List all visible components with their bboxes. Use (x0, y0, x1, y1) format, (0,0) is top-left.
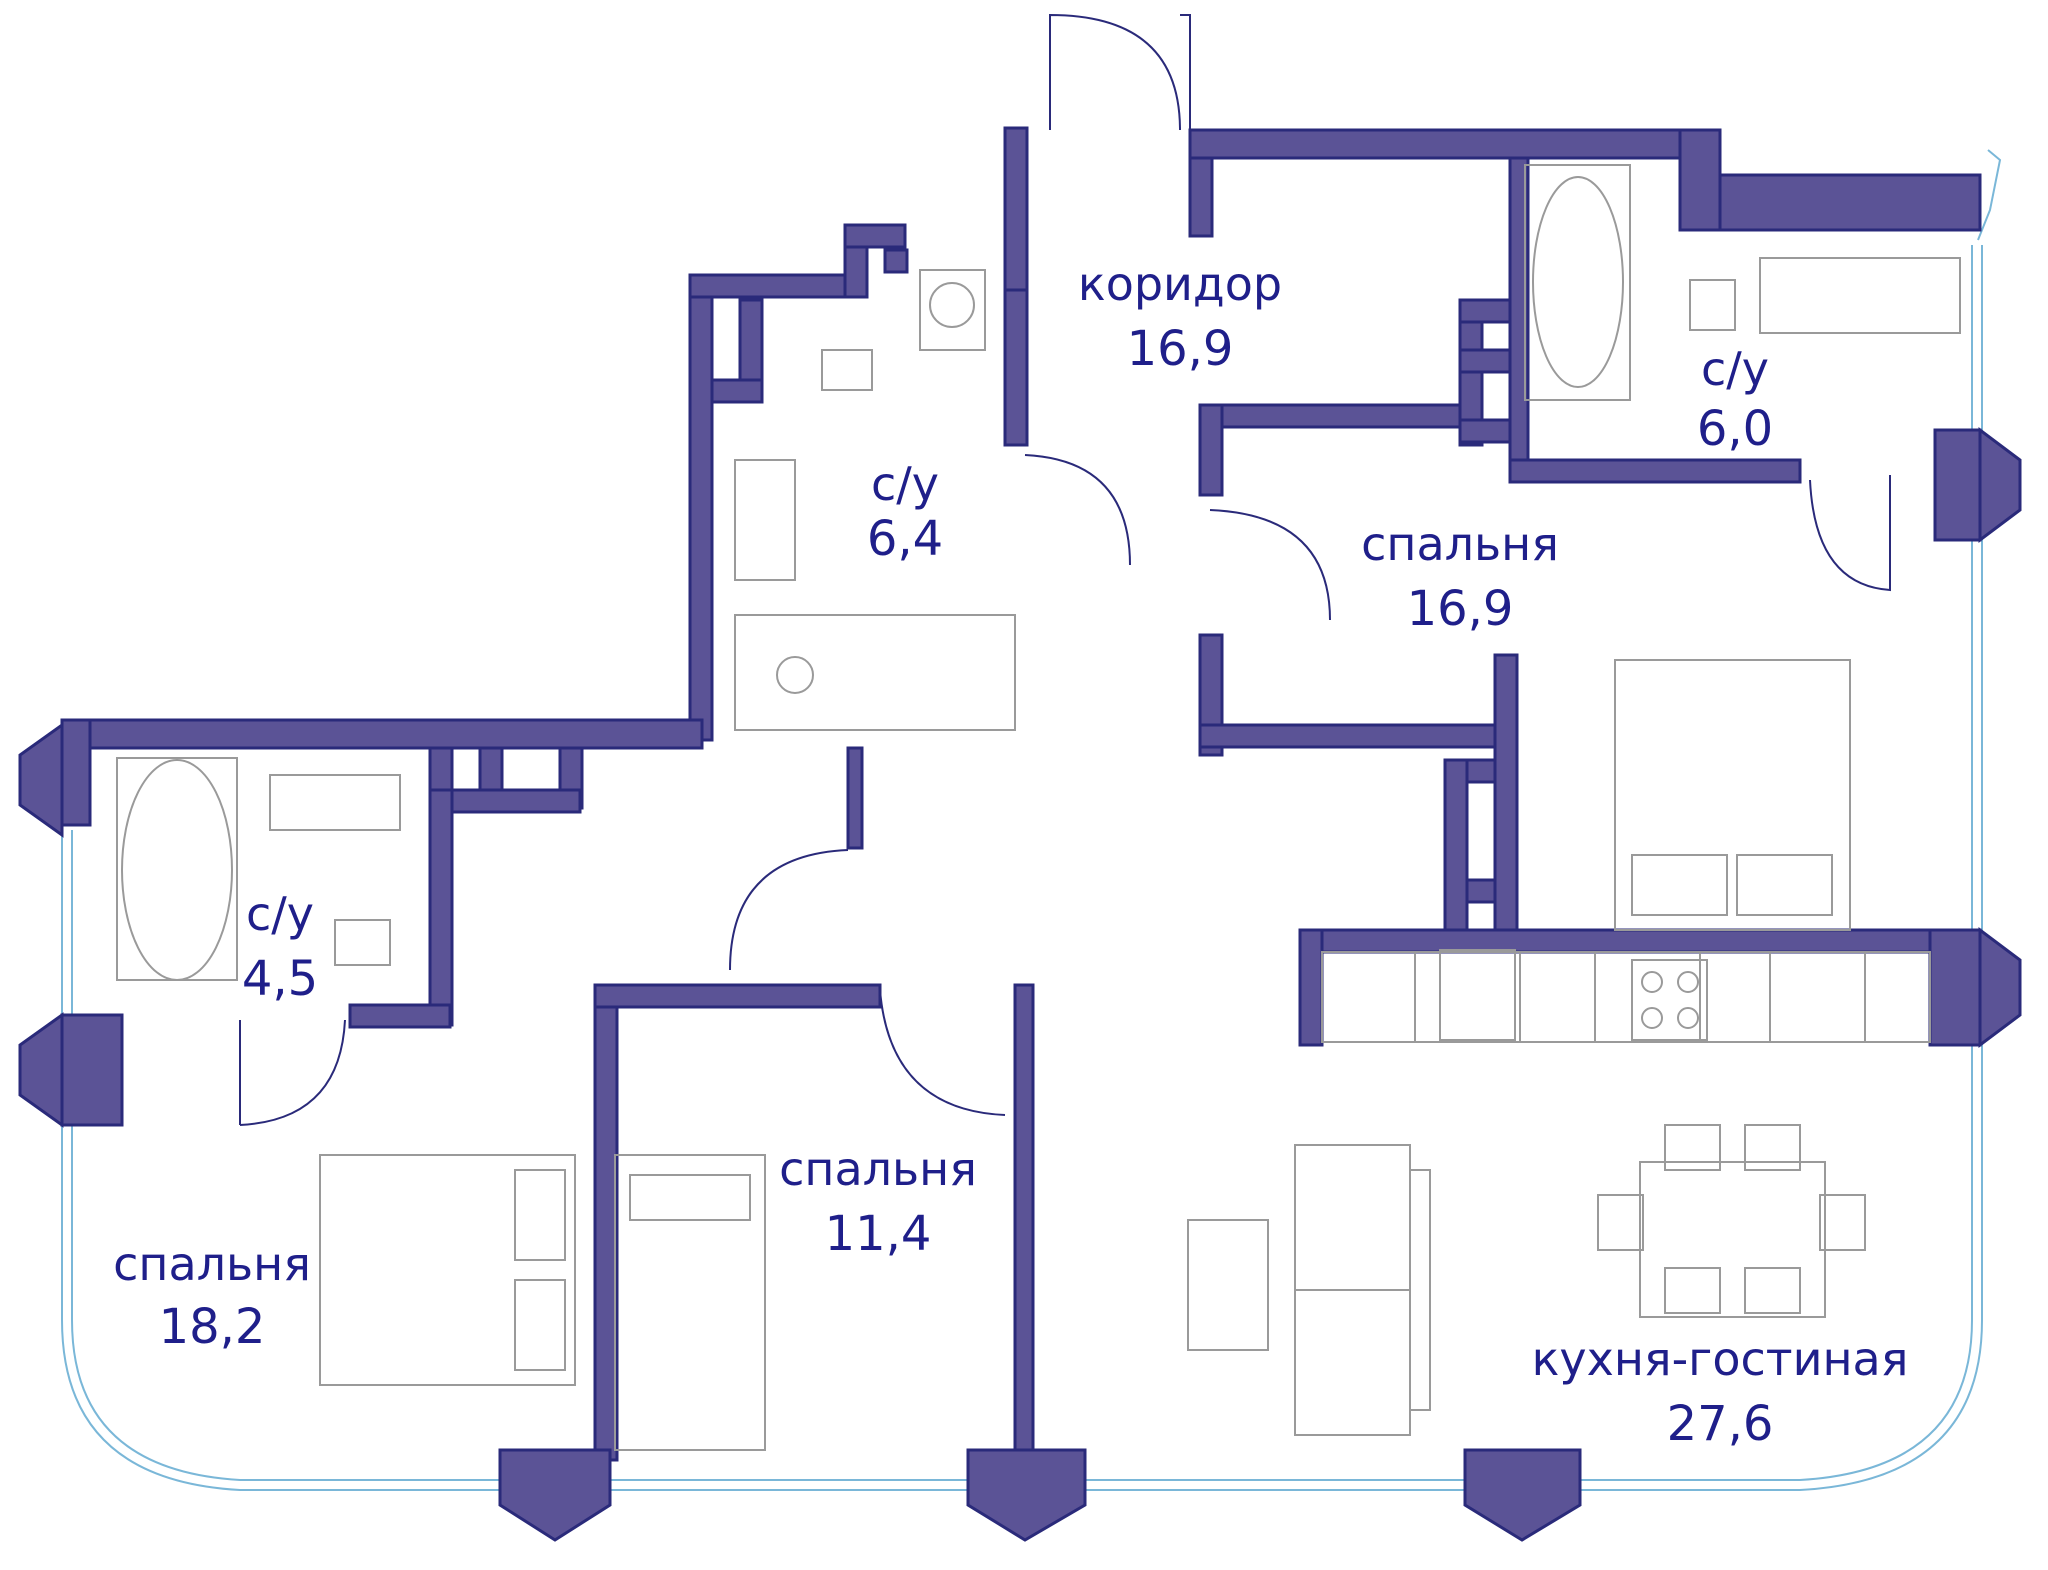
room-area: 18,2 (159, 1299, 266, 1355)
room-name: коридор (1078, 257, 1282, 311)
room-area: 11,4 (825, 1206, 932, 1262)
room-label-kitchen-living: кухня-гостиная 27,6 (1532, 1332, 1909, 1452)
room-name: спальня (1361, 517, 1559, 571)
room-name: спальня (113, 1237, 311, 1291)
sofa-icon (1187, 1144, 1431, 1436)
door-swing-icon (239, 13, 1891, 1126)
walls (18, 126, 2022, 1542)
room-label-bathroom-3: с/у 4,5 (242, 887, 318, 1007)
room-name: спальня (779, 1142, 977, 1196)
room-label-bedroom-2: спальня 11,4 (779, 1142, 977, 1262)
dining-table-icon (1597, 1124, 1866, 1318)
room-name: с/у (871, 457, 939, 511)
room-area: 16,9 (1407, 581, 1514, 637)
room-area: 27,6 (1667, 1396, 1774, 1452)
room-area: 4,5 (242, 951, 318, 1007)
kitchen-counter (1321, 951, 1931, 1043)
room-name: с/у (1701, 342, 1769, 396)
room-area: 16,9 (1127, 321, 1234, 377)
sink-icon (269, 257, 1961, 1041)
bed-icon (319, 659, 1851, 1451)
room-label-corridor: коридор 16,9 (1078, 257, 1282, 377)
bathtub-icon (116, 164, 1631, 981)
shower-tray (734, 614, 1016, 731)
room-label-bedroom-1: спальня 16,9 (1361, 517, 1559, 637)
room-area: 6,0 (1697, 401, 1773, 457)
hob-icon (1631, 959, 1708, 1041)
room-name: с/у (246, 887, 314, 941)
washing-machine-icon (919, 269, 986, 351)
room-label-bathroom-2: с/у 6,0 (1697, 342, 1773, 457)
room-name: кухня-гостиная (1532, 1332, 1909, 1386)
room-label-bedroom-3: спальня 18,2 (113, 1237, 311, 1355)
room-label-bathroom-1: с/у 6,4 (867, 457, 943, 567)
room-area: 6,4 (867, 511, 943, 567)
toilet-icon (334, 279, 1736, 966)
